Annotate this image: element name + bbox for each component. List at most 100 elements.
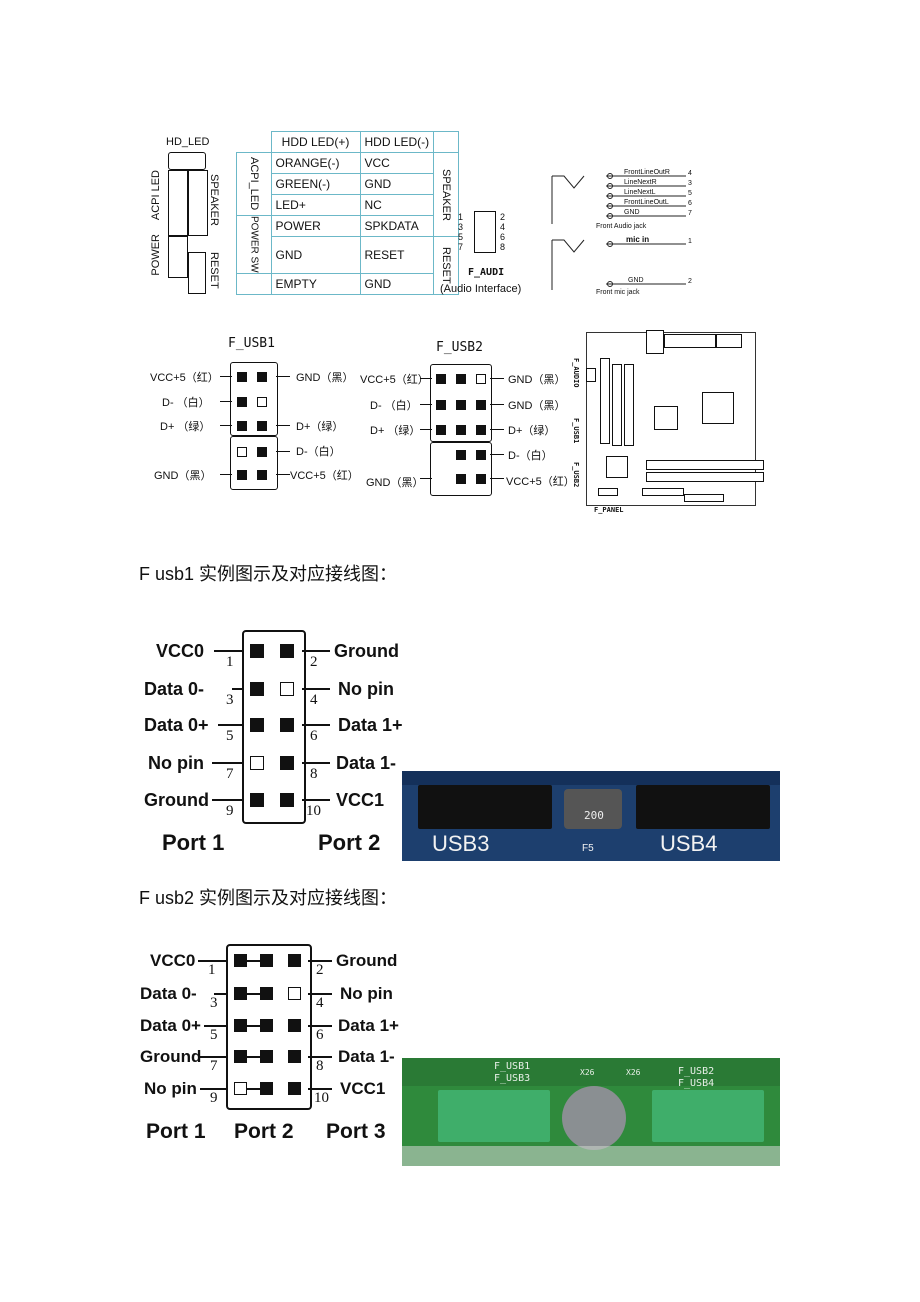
- usb1-pin-num: 5: [226, 728, 234, 744]
- jack-label: GND: [624, 209, 640, 216]
- usb1-left-label: Data 0+: [144, 715, 209, 735]
- pin: [436, 374, 446, 384]
- mic-num: 1: [688, 238, 692, 245]
- audio-pin-num: 5: [458, 232, 464, 242]
- table-cell: NC: [359, 194, 435, 216]
- pin: [237, 470, 247, 480]
- fuse-value: 200: [584, 809, 604, 822]
- board-label: F_AUDIO: [572, 358, 580, 388]
- pin: [234, 987, 247, 1000]
- caption-f-usb1: F usb1 实例图示及对应接线图：: [139, 564, 398, 584]
- photo2-label: X26: [580, 1068, 595, 1077]
- pin: [476, 400, 486, 410]
- pin: [456, 374, 466, 384]
- pin: [234, 1019, 247, 1032]
- usb2-right-label: Data 1+: [338, 1016, 399, 1035]
- pin-empty: [280, 682, 294, 696]
- usb2-port-label: Port 1: [146, 1120, 206, 1143]
- f-usb2-left-label: D- （白）: [370, 400, 418, 412]
- usb2-pin-num: 3: [210, 995, 218, 1011]
- pin: [436, 400, 446, 410]
- photo2-label: X26: [626, 1068, 641, 1077]
- f-usb2-right-label: D-（白）: [508, 450, 553, 462]
- photo2-label: F_USB1: [494, 1061, 531, 1072]
- photo2-label: F_USB2: [678, 1066, 715, 1077]
- usb2-port-label: Port 2: [234, 1120, 294, 1143]
- f-usb2-right-label: VCC+5（红）: [506, 476, 575, 488]
- fuse-component: [564, 789, 622, 829]
- pin: [456, 400, 466, 410]
- audio-pin-num: 8: [500, 242, 506, 252]
- usb2-pin-num: 1: [208, 962, 216, 978]
- f-usb1-left-label: D+ （绿）: [160, 421, 211, 433]
- pin: [288, 1050, 301, 1063]
- board-part: [646, 330, 664, 354]
- pin: [260, 987, 273, 1000]
- front-panel-pin-table: HDD LED(+) HDD LED(-) ACPI_LED ORANGE(-)…: [236, 131, 460, 295]
- f-usb2-diagram: F_USB2 VCC+5（红） D- （白） D+ （绿） GND（黑） GND…: [360, 340, 575, 500]
- usb2-pin-num: 8: [316, 1058, 324, 1074]
- usb1-pin-num: 9: [226, 803, 234, 819]
- usb2-right-label: Data 1-: [338, 1047, 395, 1066]
- board-header-panel: [598, 488, 618, 496]
- audio-header-name: F_AUDI: [468, 267, 505, 278]
- f-usb1-3-header: [438, 1090, 550, 1142]
- f-usb2-right-label: D+（绿）: [508, 425, 556, 437]
- usb1-port-label: Port 2: [318, 830, 381, 855]
- caption-f-usb2: F usb2 实例图示及对应接线图：: [139, 888, 398, 908]
- jack-label: FrontLineOutR: [624, 169, 670, 176]
- f-usb1-right-label: D-（白）: [296, 446, 341, 458]
- usb2-right-label: No pin: [340, 984, 393, 1003]
- hd-led-pins: [168, 152, 206, 170]
- usb1-left-label: No pin: [148, 753, 204, 773]
- photo2-label: F_USB3: [494, 1073, 531, 1084]
- pin: [260, 1019, 273, 1032]
- board-label: F_USB2: [572, 462, 580, 488]
- board-slot: [684, 494, 724, 502]
- pin: [280, 756, 294, 770]
- acpi-led-pins: [168, 170, 188, 236]
- table-group-power-sw: POWER SW: [248, 216, 260, 273]
- f-usb2-right-label: GND（黑）: [508, 374, 566, 386]
- jack-label: LineNextL: [624, 189, 656, 196]
- table-cell: VCC: [359, 152, 435, 174]
- pin: [288, 1082, 301, 1095]
- table-cell: RESET: [359, 236, 435, 274]
- usb1-right-label: VCC1: [336, 790, 385, 810]
- jack-schematic-lines: [551, 173, 686, 290]
- gnd-label: GND: [628, 277, 644, 284]
- jack-num: 6: [688, 200, 692, 207]
- usb1-pin-num: 6: [310, 728, 318, 744]
- jack-label: FrontLineOutL: [624, 199, 669, 206]
- usb1-right-label: Data 1-: [336, 753, 397, 773]
- reset-pins: [188, 252, 206, 294]
- f-usb1-block-bottom: [230, 436, 278, 490]
- fuse-label: F5: [582, 843, 594, 854]
- usb2-pin-num: 10: [314, 1090, 329, 1106]
- usb1-left-label: Ground: [144, 790, 209, 810]
- usb1-right-label: No pin: [338, 679, 394, 699]
- usb2-left-label: Ground: [140, 1047, 202, 1066]
- audio-jack-schematic: FrontLineOutR LineNextR LineNextL FrontL…: [546, 168, 696, 300]
- usb2-left-label: Data 0-: [140, 984, 197, 1003]
- table-cell: SPKDATA: [359, 215, 435, 237]
- pin: [260, 1082, 273, 1095]
- usb4-header: [636, 785, 770, 829]
- pin: [260, 954, 273, 967]
- pin: [476, 474, 486, 484]
- photo2-label: F_USB4: [678, 1078, 715, 1089]
- pin: [234, 954, 247, 967]
- pin: [234, 1050, 247, 1063]
- pin: [250, 718, 264, 732]
- jack-num: 3: [688, 180, 692, 187]
- table-group-acpi-led: ACPI_LED: [247, 157, 260, 211]
- pin-empty: [250, 756, 264, 770]
- f-usb2-4-header: [652, 1090, 764, 1142]
- audio-pin-num: 7: [458, 242, 464, 252]
- board-slot: [646, 472, 764, 482]
- pin: [288, 1019, 301, 1032]
- jack-num: 7: [688, 210, 692, 217]
- table-header-hdd-plus: HDD LED(+): [270, 131, 361, 153]
- power-label: POWER: [150, 234, 162, 276]
- board-chip: [606, 456, 628, 478]
